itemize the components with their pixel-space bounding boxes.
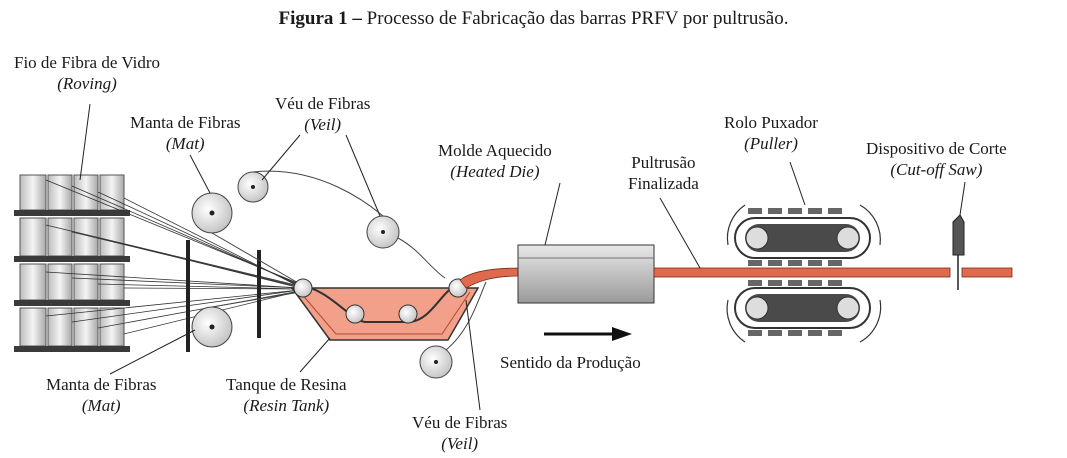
label-heated-die-pt: Molde Aquecido — [438, 141, 552, 160]
production-direction-arrow — [544, 327, 632, 341]
finished-profile — [653, 267, 951, 278]
profile-before-die — [459, 267, 521, 289]
label-roving: Fio de Fibra de Vidro (Roving) — [14, 52, 160, 94]
label-mat-bottom-pt: Manta de Fibras — [46, 375, 157, 394]
resin-tank — [290, 278, 480, 341]
label-mat-top: Manta de Fibras (Mat) — [130, 112, 240, 154]
leader-lines — [79, 103, 966, 411]
label-veil-top-en: (Veil) — [304, 115, 342, 134]
puller-rotation-arrows — [726, 204, 882, 343]
label-finished: Pultrusão Finalizada — [628, 152, 699, 194]
heated-die — [517, 244, 655, 304]
label-production-direction: Sentido da Produção — [500, 352, 641, 373]
cut-off-saw — [952, 214, 965, 290]
label-finished-line1: Pultrusão — [631, 153, 696, 172]
label-veil-bottom-pt: Véu de Fibras — [412, 413, 508, 432]
guide-plate-2 — [257, 250, 261, 338]
label-resin-tank: Tanque de Resina (Resin Tank) — [226, 374, 347, 416]
puller-lower — [734, 280, 871, 336]
guide-plate-1 — [186, 240, 190, 352]
label-resin-tank-pt: Tanque de Resina — [226, 375, 347, 394]
label-cut-off-saw: Dispositivo de Corte (Cut-off Saw) — [866, 138, 1007, 180]
label-puller-en: (Puller) — [744, 134, 798, 153]
label-heated-die: Molde Aquecido (Heated Die) — [438, 140, 552, 182]
label-veil-top-pt: Véu de Fibras — [275, 94, 371, 113]
label-mat-top-pt: Manta de Fibras — [130, 113, 241, 132]
puller-upper — [734, 208, 871, 266]
veil-roll-bottom — [419, 281, 487, 379]
mat-roll-top — [191, 192, 301, 285]
label-veil-bottom-en: (Veil) — [441, 434, 479, 453]
label-heated-die-en: (Heated Die) — [450, 162, 540, 181]
label-veil-bottom: Véu de Fibras (Veil) — [412, 412, 507, 454]
label-puller: Rolo Puxador (Puller) — [724, 112, 818, 154]
label-puller-pt: Rolo Puxador — [724, 113, 818, 132]
label-mat-bottom-en: (Mat) — [81, 396, 121, 415]
veil-roll-top — [237, 170, 446, 279]
label-roving-pt: Fio de Fibra de Vidro — [14, 53, 160, 72]
caption-text: Processo de Fabricação das barras PRFV p… — [366, 8, 789, 29]
label-veil-top: Véu de Fibras (Veil) — [275, 93, 370, 135]
label-production-direction-pt: Sentido da Produção — [500, 353, 641, 372]
label-mat-bottom: Manta de Fibras (Mat) — [46, 374, 156, 416]
label-cut-off-saw-en: (Cut-off Saw) — [890, 160, 983, 179]
label-roving-en: (Roving) — [57, 74, 117, 93]
figure-caption: Figura 1 – Processo de Fabricação das ba… — [0, 8, 1067, 30]
label-resin-tank-en: (Resin Tank) — [243, 396, 330, 415]
caption-label: Figura 1 – — [278, 8, 362, 29]
label-mat-top-en: (Mat) — [165, 134, 205, 153]
label-finished-line2: Finalizada — [628, 174, 699, 193]
label-cut-off-saw-pt: Dispositivo de Corte — [866, 139, 1007, 158]
cut-profile — [961, 267, 1013, 278]
mat-roll-bottom — [191, 291, 301, 348]
